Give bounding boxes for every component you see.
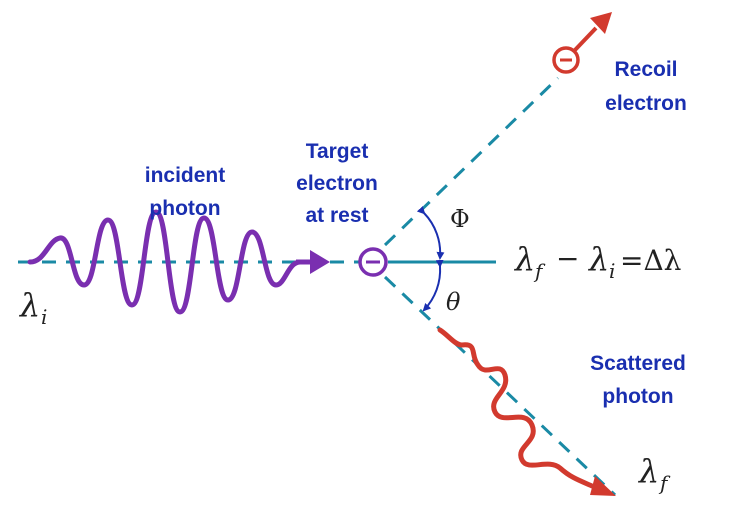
recoil-label-line1: Recoil: [614, 58, 677, 81]
svg-text:λ: λ: [587, 240, 609, 278]
arrow-up-right-icon: [590, 12, 612, 34]
target-electron: [358, 247, 388, 277]
scattered-photon-wave: [437, 327, 595, 489]
svg-text:i: i: [609, 259, 615, 283]
arrow-right-icon: [310, 250, 330, 274]
target-label-line3: at rest: [305, 204, 368, 227]
phi-angle-arc: [416, 205, 445, 260]
recoil-electron: [552, 12, 612, 74]
recoil-direction-line: [383, 76, 560, 247]
svg-text:f: f: [658, 471, 671, 495]
phi-symbol: Φ: [450, 205, 470, 233]
lambda-f-label: λ f: [637, 452, 671, 495]
target-label-line1: Target: [306, 140, 369, 163]
svg-text:−: −: [556, 242, 579, 275]
incident-label-line1: incident: [145, 164, 226, 187]
recoil-label-line2: electron: [605, 92, 687, 115]
svg-text:f: f: [533, 259, 546, 283]
svg-text:i: i: [41, 305, 47, 329]
theta-symbol: θ: [446, 288, 461, 316]
scattered-direction-line: [383, 275, 617, 497]
wavelength-shift-equation: λ f − λ i =Δλ: [513, 240, 681, 283]
incident-label-line2: photon: [149, 197, 220, 220]
recoil-arrow-shaft: [573, 26, 598, 52]
svg-text:λ: λ: [18, 286, 40, 324]
arrow-down-right-icon: [590, 476, 616, 496]
target-label-line2: electron: [296, 172, 378, 195]
svg-text:=Δλ: =Δλ: [620, 244, 681, 277]
svg-text:λ: λ: [637, 452, 659, 490]
lambda-i-label: λ i: [18, 286, 47, 329]
scattered-label-line2: photon: [602, 385, 673, 408]
theta-angle-arc: [422, 259, 444, 312]
incident-photon-wave: [27, 209, 303, 315]
scattered-label-line1: Scattered: [590, 352, 686, 375]
svg-text:λ: λ: [513, 240, 535, 278]
